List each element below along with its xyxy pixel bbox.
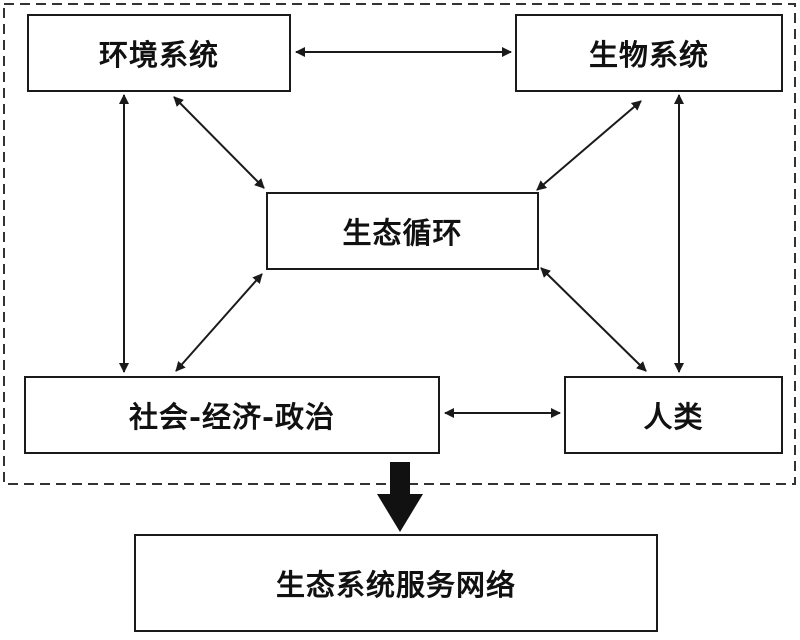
label-socio-economic-political: 社会-经济-政治 xyxy=(128,400,336,434)
box-environment-system: 环境系统 xyxy=(27,14,291,92)
arrow-eco-cycle-society xyxy=(175,273,263,372)
label-ecosystem-service-network: 生态系统服务网络 xyxy=(275,568,516,602)
arrow-environment-eco-cycle xyxy=(173,96,265,189)
box-ecosystem-service-network: 生态系统服务网络 xyxy=(134,534,658,632)
box-socio-economic-political: 社会-经济-政治 xyxy=(24,376,440,454)
box-eco-cycle: 生态循环 xyxy=(266,192,539,270)
label-human: 人类 xyxy=(643,400,704,434)
label-eco-cycle: 生态循环 xyxy=(342,216,463,250)
arrow-eco-cycle-human xyxy=(540,267,647,372)
box-biological-system: 生物系统 xyxy=(515,14,783,92)
thick-down-arrow xyxy=(377,462,423,532)
box-human: 人类 xyxy=(564,376,783,454)
label-environment-system: 环境系统 xyxy=(98,38,219,72)
label-biological-system: 生物系统 xyxy=(588,38,709,72)
arrow-biological-eco-cycle xyxy=(536,100,642,191)
